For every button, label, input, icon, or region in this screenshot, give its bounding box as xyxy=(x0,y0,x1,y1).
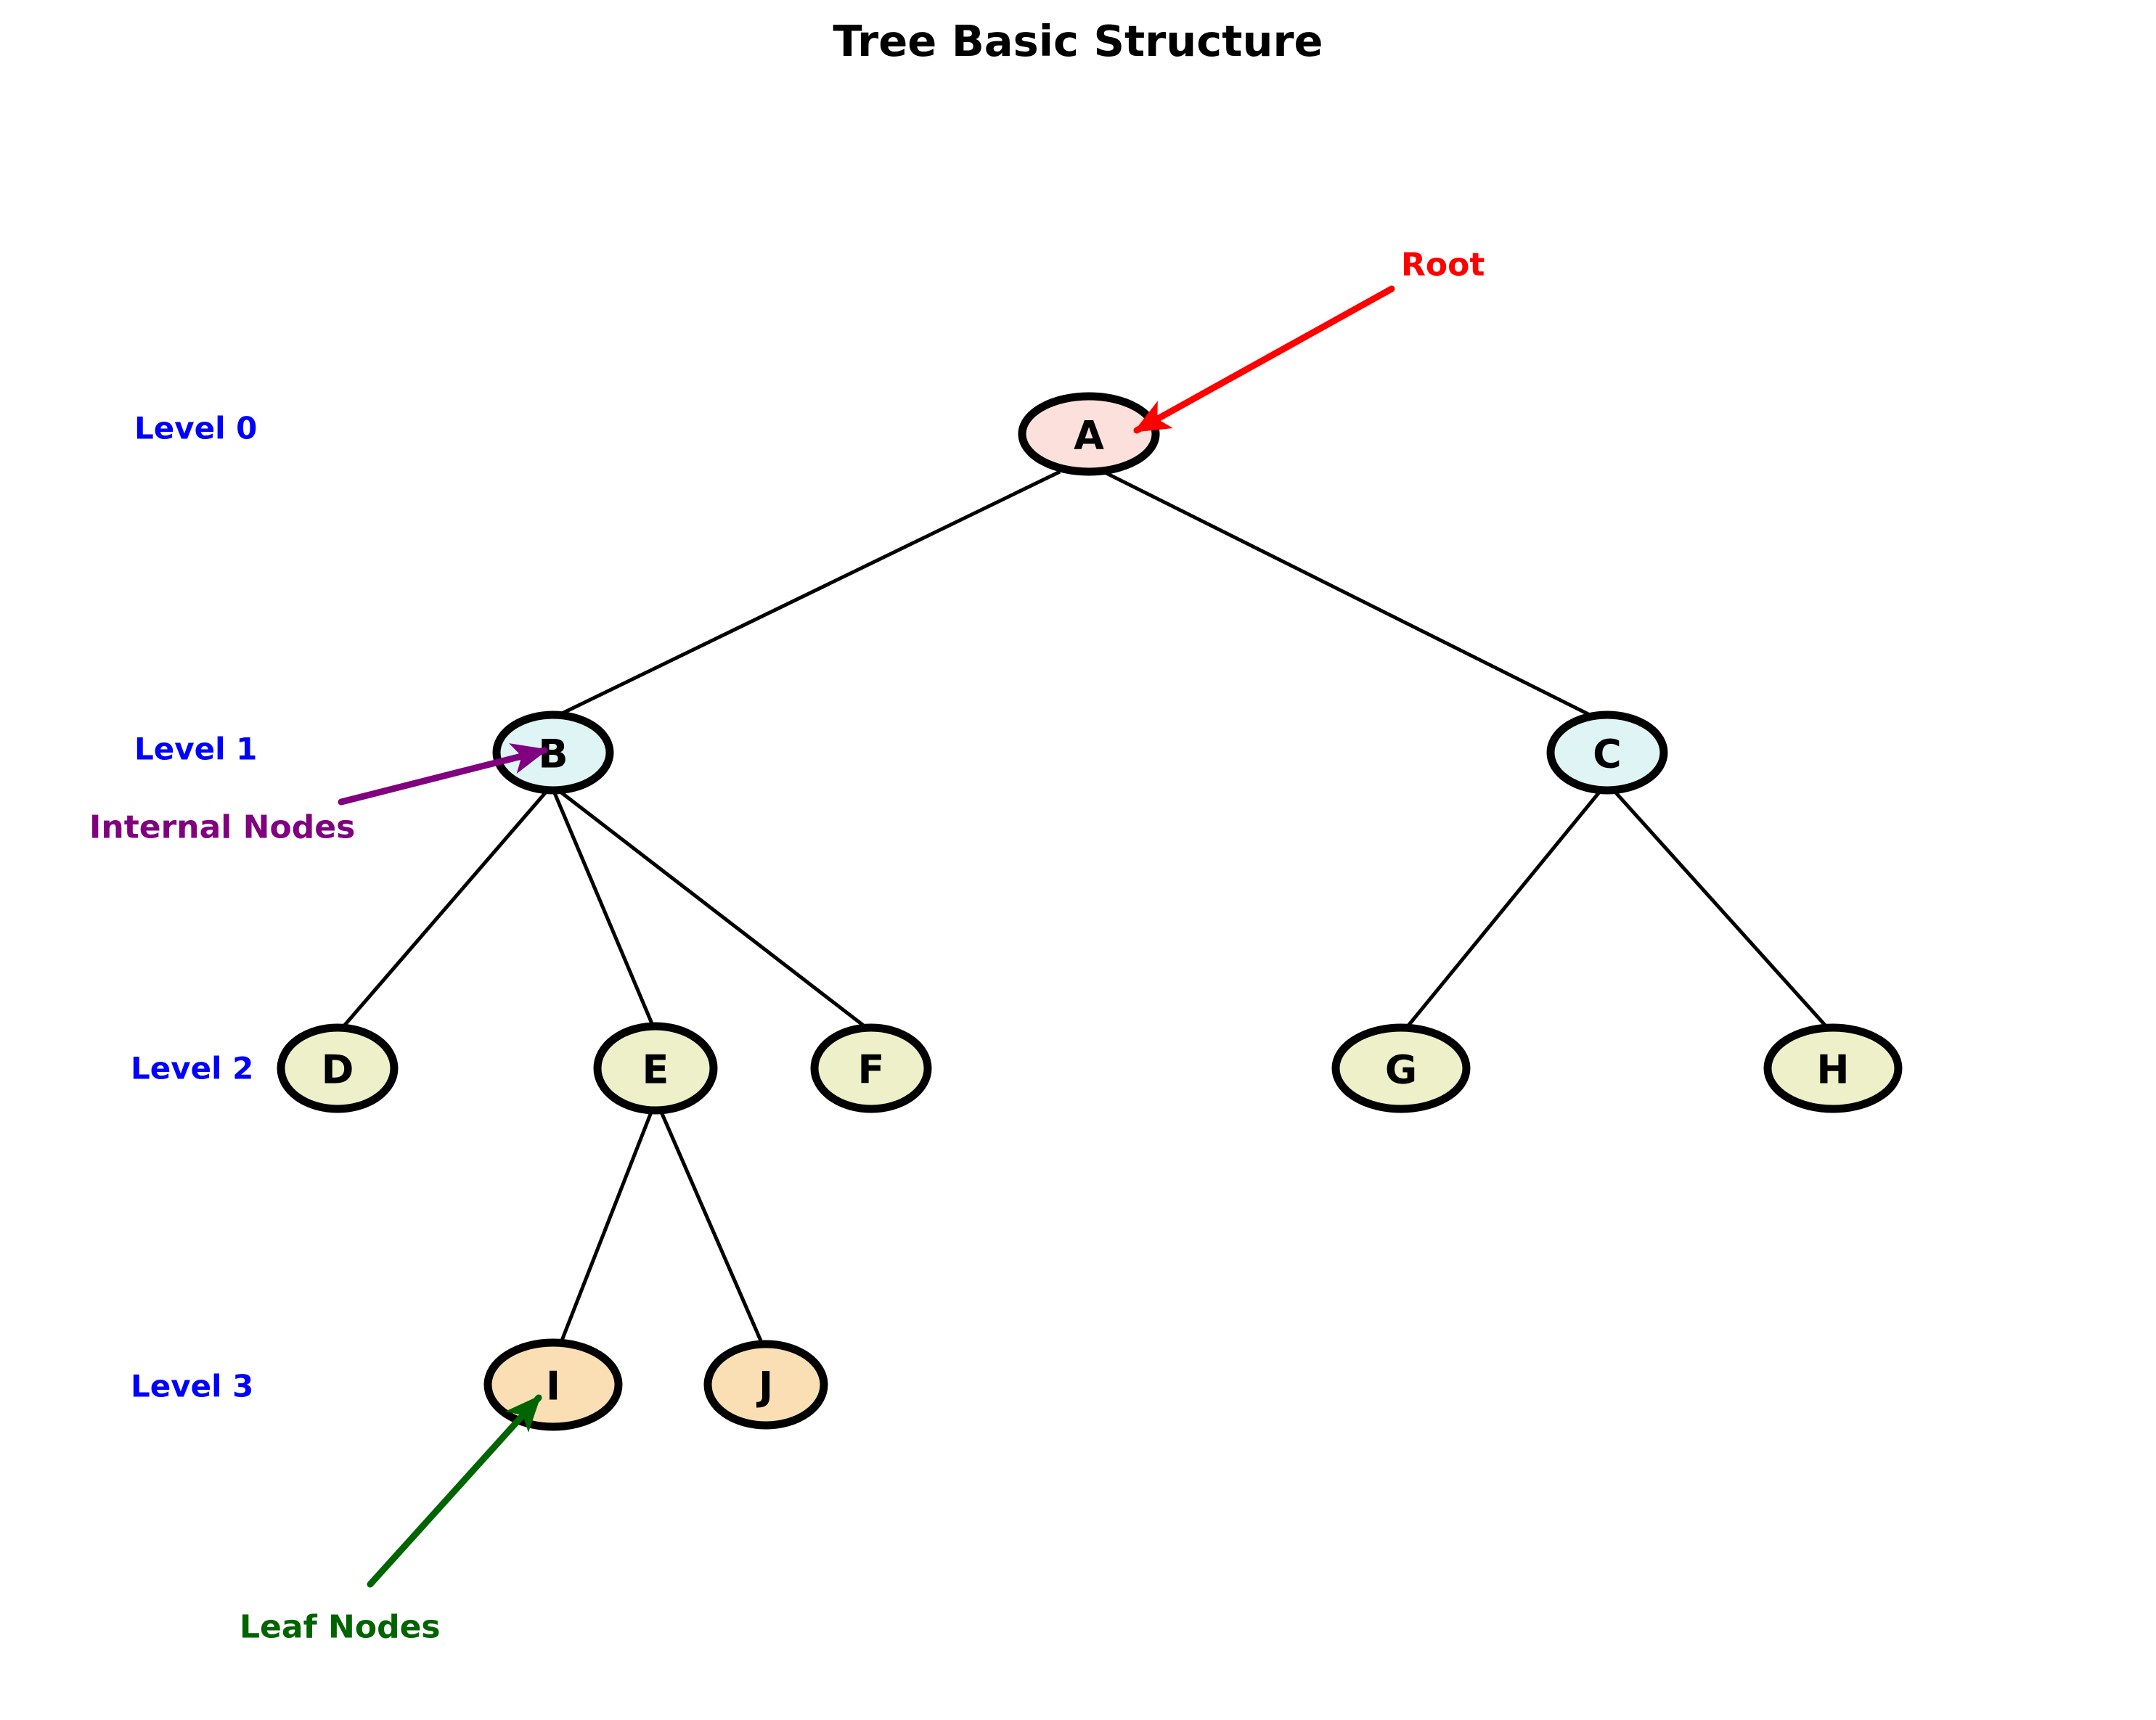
tree-edge xyxy=(558,470,1061,717)
node-shape xyxy=(593,1022,718,1115)
level-label-0: Level 0 xyxy=(134,411,257,446)
node-shape xyxy=(703,1340,828,1430)
tree-edge xyxy=(1404,788,1603,1031)
node-label-e: E xyxy=(642,1047,669,1093)
level-label-3: Level 3 xyxy=(131,1369,253,1404)
tree-edge xyxy=(556,788,870,1031)
node-label-g: G xyxy=(1385,1047,1417,1093)
node-shape xyxy=(277,1023,399,1113)
node-shape xyxy=(1018,392,1160,476)
node-label-h: H xyxy=(1816,1047,1849,1093)
level-labels: Level 0 Level 1 Level 2 Level 3 xyxy=(131,411,257,1404)
tree-node-d[interactable]: D xyxy=(277,1023,399,1113)
node-shape xyxy=(1763,1023,1903,1113)
annotation-arrow-leaf-nodes xyxy=(367,1394,542,1588)
tree-node-h[interactable]: H xyxy=(1763,1023,1903,1113)
tree-node-i[interactable]: I xyxy=(483,1338,623,1431)
node-shape xyxy=(810,1023,932,1113)
node-label-j: J xyxy=(756,1364,773,1409)
tree-edge xyxy=(1102,470,1591,717)
node-label-c: C xyxy=(1593,732,1622,777)
level-label-1: Level 1 xyxy=(134,732,257,767)
node-label-a: A xyxy=(1074,413,1104,459)
page-title: Tree Basic Structure xyxy=(833,16,1323,66)
annotation-label-leaf-nodes: Leaf Nodes xyxy=(240,1609,441,1646)
tree-edge xyxy=(1612,788,1830,1031)
tree-nodes: A B C D E F G H I J xyxy=(277,392,1903,1431)
tree-node-g[interactable]: G xyxy=(1331,1023,1471,1113)
annotation-arrow-internal-nodes xyxy=(338,743,549,806)
tree-node-b[interactable]: B xyxy=(492,710,614,795)
tree-node-c[interactable]: C xyxy=(1546,710,1668,795)
tree-node-f[interactable]: F xyxy=(810,1023,932,1113)
tree-edge xyxy=(551,789,656,1028)
tree-node-j[interactable]: J xyxy=(703,1340,828,1430)
node-shape xyxy=(1331,1023,1471,1113)
level-label-2: Level 2 xyxy=(131,1051,253,1086)
annotation-label-root: Root xyxy=(1401,247,1485,284)
tree-edge xyxy=(658,1110,764,1345)
tree-node-e[interactable]: E xyxy=(593,1022,718,1115)
tree-edges xyxy=(340,470,1830,1345)
tree-node-a[interactable]: A xyxy=(1018,392,1160,476)
tree-edge xyxy=(340,788,550,1031)
annotation-label-internal-nodes: Internal Nodes xyxy=(89,809,355,846)
node-label-d: D xyxy=(322,1047,354,1093)
node-label-f: F xyxy=(858,1047,885,1093)
node-label-i: I xyxy=(546,1364,560,1409)
node-shape xyxy=(1546,710,1668,795)
annotation-arrow-root xyxy=(1133,285,1395,434)
tree-edge xyxy=(558,1110,654,1345)
